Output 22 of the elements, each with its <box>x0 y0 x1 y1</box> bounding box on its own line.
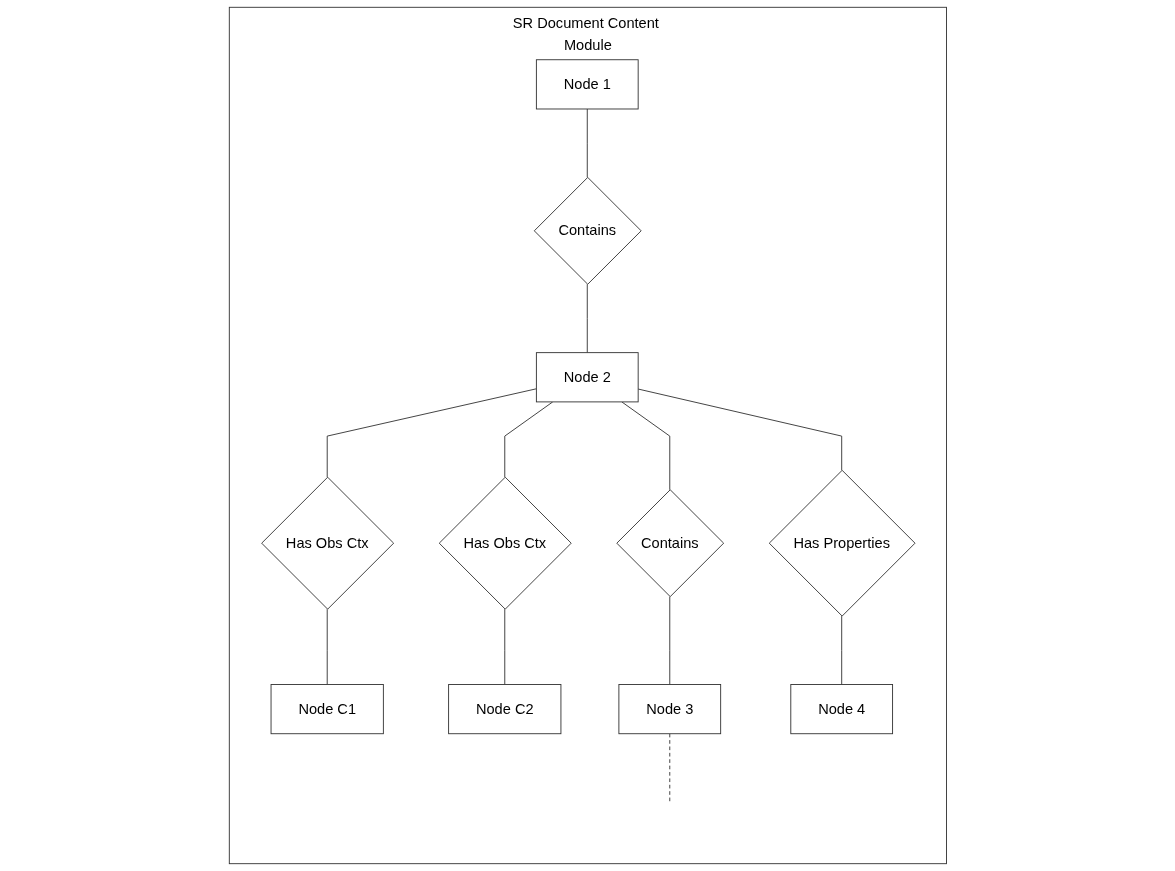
connector <box>326 388 537 478</box>
node-diamond: Has Obs Ctx <box>438 476 572 610</box>
connector <box>326 608 328 685</box>
connector <box>620 401 670 491</box>
node-box: Node 3 <box>618 684 721 735</box>
node-box: Node 2 <box>535 352 639 403</box>
connector <box>586 108 588 178</box>
connector <box>586 283 588 354</box>
node-box: Node C1 <box>270 684 384 735</box>
connector <box>503 608 505 685</box>
node-box: Node 1 <box>535 59 639 110</box>
node-box: Node 4 <box>789 684 893 735</box>
node-box: Node C2 <box>447 684 561 735</box>
node-diamond: Contains <box>533 176 642 285</box>
node-diamond: Contains <box>615 489 724 598</box>
connector <box>637 388 842 471</box>
connector <box>668 596 670 685</box>
connector <box>840 615 842 685</box>
node-diamond: Has Obs Ctx <box>260 476 394 610</box>
node-diamond: Has Properties <box>768 469 916 617</box>
connector <box>503 401 553 478</box>
connector <box>668 733 670 803</box>
